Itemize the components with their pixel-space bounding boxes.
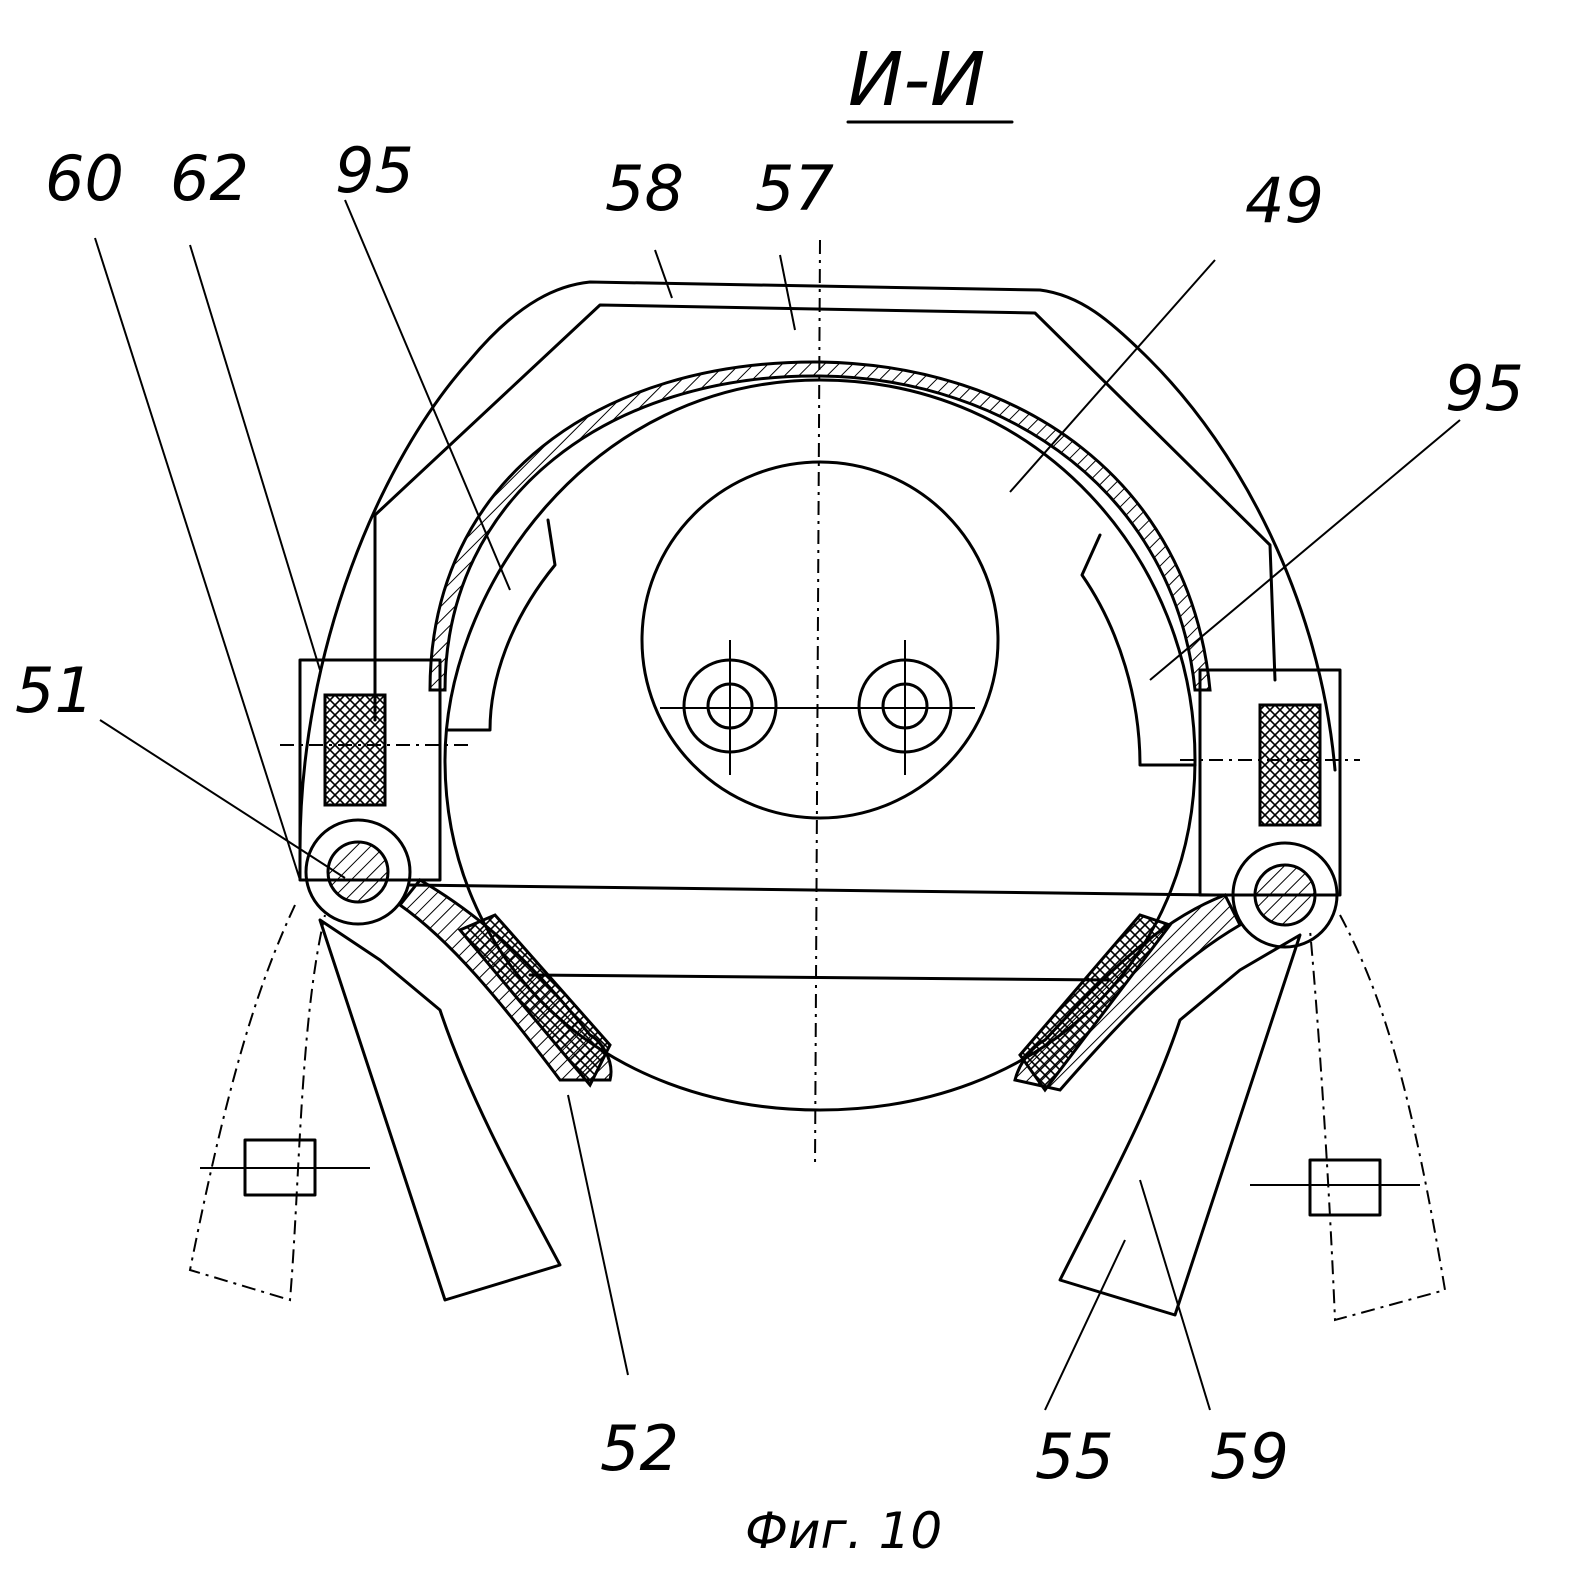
right-pivot-pin bbox=[1253, 863, 1317, 927]
left-pivot-pin bbox=[326, 840, 390, 904]
label-57: 57 bbox=[755, 152, 834, 225]
upper-chord bbox=[408, 883, 1217, 897]
inner-disk bbox=[640, 460, 1000, 820]
drum-shell-rim bbox=[428, 360, 1212, 692]
outer-housing bbox=[298, 280, 1337, 852]
right-pivot-outer bbox=[1231, 841, 1339, 949]
leader-62 bbox=[189, 244, 321, 671]
section-title: И-И bbox=[848, 37, 985, 123]
label-59: 59 bbox=[1210, 1420, 1289, 1493]
leader-52 bbox=[567, 1094, 629, 1376]
label-49: 49 bbox=[1245, 164, 1324, 237]
label-58: 58 bbox=[605, 152, 684, 225]
left-pivot-outer bbox=[304, 818, 412, 926]
left-shoe-outline bbox=[188, 904, 326, 1302]
leader-95-left bbox=[344, 199, 511, 591]
left-shoe bbox=[318, 918, 562, 1302]
label-60: 60 bbox=[45, 142, 124, 215]
label-51: 51 bbox=[15, 654, 94, 727]
leader-58 bbox=[654, 249, 673, 299]
vertical-centerline bbox=[814, 239, 821, 1169]
inner-housing bbox=[373, 303, 1277, 722]
left-segment-95 bbox=[446, 518, 557, 732]
right-block bbox=[1258, 703, 1322, 827]
drum-inner-circle bbox=[443, 378, 1197, 1112]
label-62: 62 bbox=[170, 142, 249, 215]
leader-60 bbox=[94, 237, 301, 881]
figure-caption: Фиг. 10 bbox=[745, 1502, 942, 1560]
label-52: 52 bbox=[600, 1412, 679, 1485]
leader-95-right bbox=[1149, 419, 1461, 681]
lower-chord bbox=[528, 973, 1112, 982]
leader-55 bbox=[1044, 1239, 1126, 1411]
left-pad bbox=[457, 913, 612, 1088]
leader-59 bbox=[1139, 1179, 1211, 1411]
label-95-right: 95 bbox=[1445, 352, 1524, 425]
right-pad bbox=[1018, 913, 1173, 1093]
leader-57 bbox=[779, 254, 796, 331]
label-95-left: 95 bbox=[335, 134, 414, 207]
label-55: 55 bbox=[1035, 1420, 1114, 1493]
right-shoe-outline bbox=[1309, 914, 1447, 1322]
right-nut-59 bbox=[1308, 1158, 1382, 1217]
right-segment-95 bbox=[1080, 533, 1197, 767]
leader-51 bbox=[99, 719, 346, 879]
left-block bbox=[323, 693, 387, 807]
leader-49 bbox=[1009, 259, 1216, 493]
right-shoe-55 bbox=[1058, 933, 1302, 1317]
